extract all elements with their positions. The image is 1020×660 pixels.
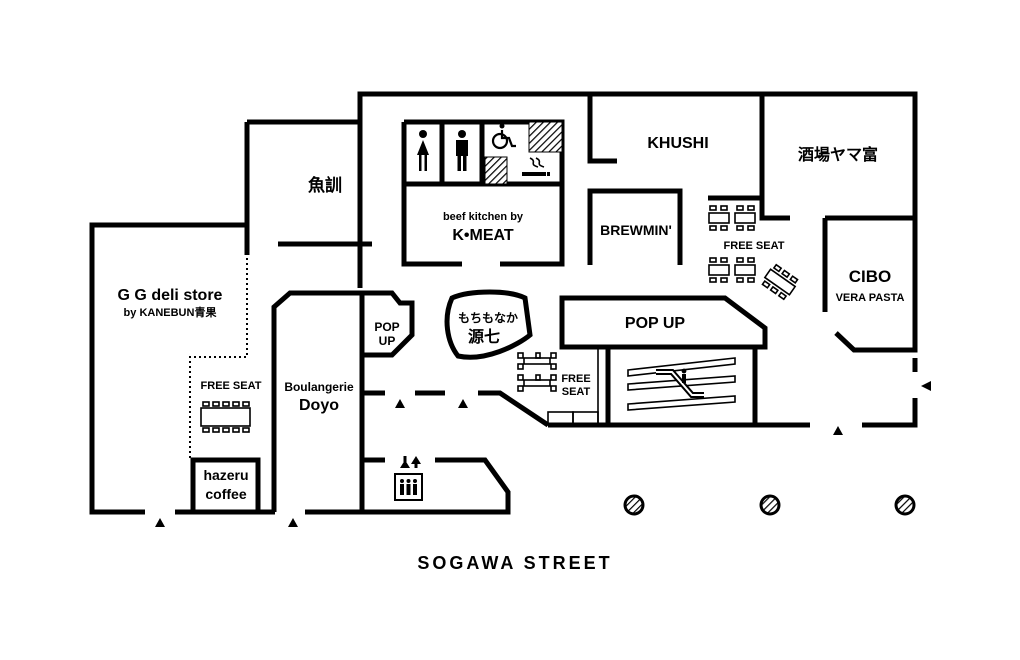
seating-top-right bbox=[708, 205, 799, 301]
wall-khushi bbox=[587, 94, 617, 164]
free-seat-mid-2: SEAT bbox=[562, 386, 591, 398]
wall-cibo-bottom bbox=[834, 218, 918, 353]
wall-gg-deli bbox=[89, 222, 247, 515]
free-seat-left: FREE SEAT bbox=[201, 380, 262, 392]
store-khushi[interactable]: KHUSHI bbox=[647, 135, 708, 152]
wall-kmeat-left bbox=[401, 184, 462, 267]
store-uokun[interactable]: 魚訓 bbox=[308, 175, 342, 195]
store-gg-deli[interactable]: G G deli store bbox=[118, 287, 223, 304]
store-cibo[interactable]: CIBO bbox=[849, 267, 892, 286]
store-kmeat[interactable]: K•MEAT bbox=[452, 227, 514, 244]
street-label: SOGAWA STREET bbox=[417, 553, 612, 573]
hatched-area-2 bbox=[484, 156, 508, 185]
store-cibo-sub: VERA PASTA bbox=[836, 292, 905, 304]
store-hazeru-1[interactable]: hazeru bbox=[203, 467, 248, 483]
elevator-icon bbox=[394, 456, 423, 501]
wall-hazeru bbox=[190, 457, 261, 515]
wall-doyo-right bbox=[350, 290, 365, 512]
store-kmeat-sub: beef kitchen by bbox=[443, 211, 524, 223]
store-popup-large[interactable]: POP UP bbox=[625, 315, 686, 332]
wall-popup-large bbox=[559, 295, 768, 350]
wall-brewmin bbox=[587, 188, 683, 265]
store-genshichi[interactable]: 源七 bbox=[468, 327, 500, 346]
walls bbox=[89, 91, 918, 515]
store-brewmin[interactable]: BREWMIN' bbox=[600, 222, 672, 238]
free-seat-top-right: FREE SEAT bbox=[724, 240, 785, 252]
store-genshichi-sub: もちもなか bbox=[458, 311, 518, 325]
wall-elev-2 bbox=[362, 457, 511, 515]
smoking-area-icon bbox=[522, 157, 550, 176]
free-seat-mid-1: FREE bbox=[561, 373, 590, 385]
store-doyo[interactable]: Doyo bbox=[299, 397, 339, 414]
seating-mid bbox=[517, 347, 599, 426]
wall-right-lower bbox=[862, 398, 918, 428]
escalator-icon bbox=[627, 357, 736, 411]
entrance-arrow-icon bbox=[155, 381, 931, 527]
wall-genshichi bbox=[444, 289, 533, 360]
hatched-area-1 bbox=[528, 121, 563, 153]
wall-doyo bbox=[271, 290, 350, 512]
store-gg-deli-sub: by KANEBUN青果 bbox=[124, 305, 217, 319]
store-hazeru-2[interactable]: coffee bbox=[205, 486, 246, 502]
male-restroom-icon bbox=[456, 130, 468, 171]
store-popup-small-2[interactable]: UP bbox=[379, 334, 396, 348]
wall-top bbox=[247, 91, 918, 221]
store-yamatomi[interactable]: 酒場ヤマ富 bbox=[798, 145, 878, 164]
store-popup-small-1[interactable]: POP bbox=[374, 320, 399, 334]
wall-yamatomi bbox=[708, 195, 790, 221]
wall-kmeat-right bbox=[500, 184, 565, 267]
female-restroom-icon bbox=[417, 130, 429, 171]
seating-left bbox=[200, 401, 251, 433]
store-boulangerie-sub: Boulangerie bbox=[284, 380, 354, 394]
wall-popup-small bbox=[362, 290, 415, 358]
wall-dash-3 bbox=[478, 390, 550, 428]
bollard-icon bbox=[623, 494, 916, 516]
wheelchair-icon bbox=[491, 123, 516, 150]
